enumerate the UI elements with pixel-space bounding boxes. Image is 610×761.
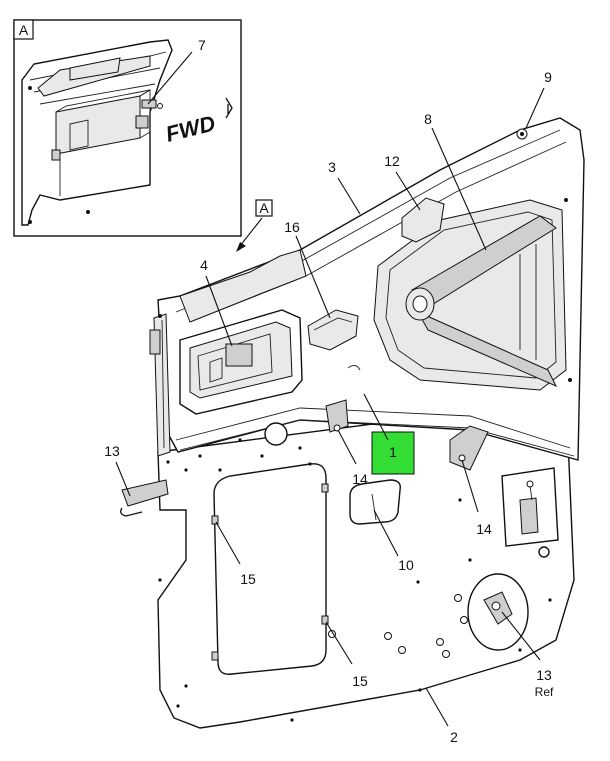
- callout-14-left: 14: [352, 471, 368, 487]
- callout-8: 8: [424, 111, 432, 127]
- callout-3: 3: [328, 159, 336, 175]
- callout-15-top: 15: [240, 571, 256, 587]
- callout-1: 1: [389, 444, 397, 460]
- door-assembly: [120, 117, 585, 729]
- callout-13-ref-sub: Ref: [535, 685, 554, 699]
- panel-holes: [158, 128, 572, 722]
- callout-10: 10: [398, 557, 414, 573]
- callout-15-bottom: 15: [352, 673, 368, 689]
- cutout-12: [401, 197, 445, 243]
- callout-12: 12: [384, 153, 400, 169]
- callout-4: 4: [200, 257, 208, 273]
- view-marker-label: A: [259, 200, 269, 216]
- callout-16: 16: [284, 219, 300, 235]
- view-arrow-icon: [236, 242, 246, 252]
- highlight-box: [371, 431, 415, 475]
- hole-10: [349, 479, 401, 525]
- bracket-14-left: [325, 399, 349, 433]
- fwd-arrow-icon: [225, 97, 233, 119]
- callout-7: 7: [198, 37, 206, 53]
- wire-harness: [121, 479, 169, 507]
- callout-9: 9: [544, 69, 552, 85]
- view-a-marker: A: [236, 199, 273, 252]
- callout-2: 2: [450, 729, 458, 745]
- callouts: 2 3 4 8 9 10 12 13 13 Ref 14 14 15: [104, 69, 554, 745]
- detail-label: A: [19, 22, 29, 38]
- callout-13: 13: [104, 443, 120, 459]
- access-opening: [213, 463, 327, 675]
- callout-13-ref: 13: [536, 667, 552, 683]
- callout-1-highlight: 1: [363, 393, 415, 475]
- callout-14-right: 14: [476, 521, 492, 537]
- detail-a-inset: A FWD 7: [13, 19, 242, 237]
- detail-label-box: [13, 19, 34, 40]
